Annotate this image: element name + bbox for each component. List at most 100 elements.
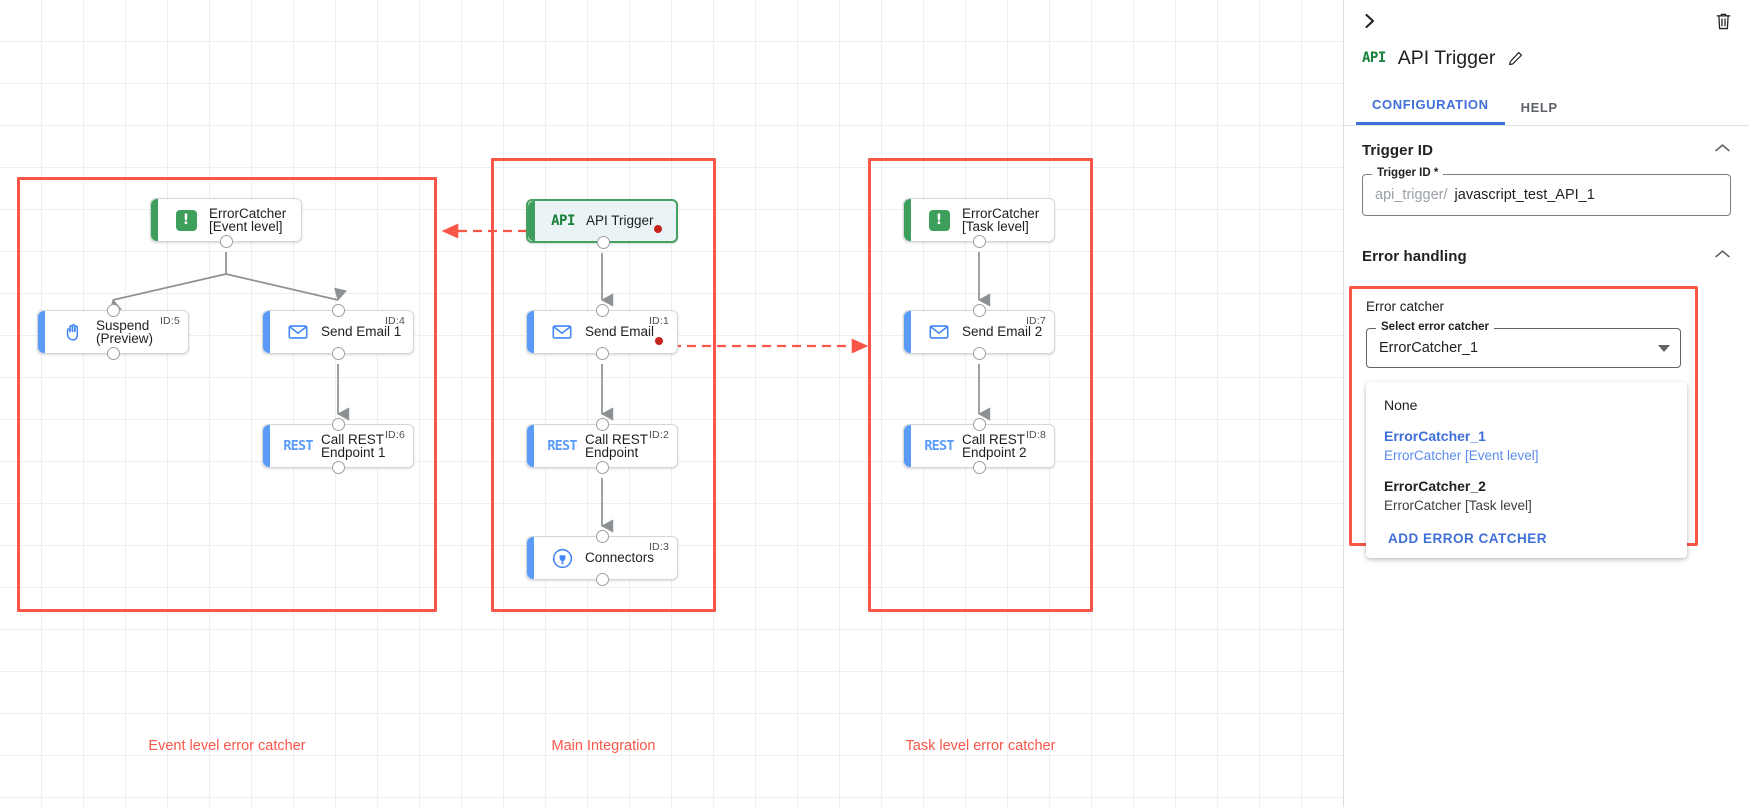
error-catcher-icon: ! bbox=[922, 209, 956, 231]
node-api-trigger[interactable]: API API Trigger bbox=[526, 199, 678, 249]
node-accent-bar bbox=[904, 425, 911, 467]
node-port-out[interactable] bbox=[332, 461, 345, 474]
node-port-out[interactable] bbox=[973, 461, 986, 474]
node-port-out[interactable] bbox=[973, 347, 986, 360]
tab-configuration[interactable]: CONFIGURATION bbox=[1356, 97, 1505, 125]
node-call-rest-endpoint-1[interactable]: REST Call REST Endpoint 1 ID:6 bbox=[262, 418, 414, 474]
node-label: Send Email 1 bbox=[321, 324, 402, 340]
api-icon: API bbox=[1362, 50, 1386, 66]
node-accent-bar bbox=[527, 311, 534, 353]
node-port-in[interactable] bbox=[332, 304, 345, 317]
envelope-icon bbox=[922, 321, 956, 343]
node-id-badge: ID:6 bbox=[384, 429, 405, 441]
menu-item-none[interactable]: None bbox=[1384, 397, 1418, 413]
group-box-main-integration bbox=[491, 158, 716, 612]
node-accent-bar bbox=[527, 425, 534, 467]
trigger-id-prefix: api_trigger/ bbox=[1375, 187, 1448, 203]
api-icon: API bbox=[551, 213, 575, 229]
section-title: Trigger ID bbox=[1362, 141, 1434, 159]
error-catcher-highlight-box: Error catcher Select error catcher Error… bbox=[1349, 286, 1698, 558]
error-catcher-icon: ! bbox=[169, 209, 203, 231]
chevron-up-icon[interactable] bbox=[1714, 247, 1731, 265]
workflow-canvas[interactable]: Event level error catcher Main Integrati… bbox=[0, 0, 1343, 807]
node-label: Call REST Endpoint 1 bbox=[321, 431, 386, 460]
node-port-out[interactable] bbox=[596, 461, 609, 474]
trash-icon[interactable] bbox=[1709, 7, 1737, 35]
menu-item-errorcatcher-1[interactable]: ErrorCatcher_1 ErrorCatcher [Event level… bbox=[1384, 428, 1539, 463]
trigger-id-legend: Trigger ID * bbox=[1372, 167, 1444, 179]
node-port-out[interactable] bbox=[597, 236, 610, 249]
node-port-in[interactable] bbox=[596, 418, 609, 431]
node-accent-bar bbox=[263, 311, 270, 353]
group-box-task-level bbox=[868, 158, 1093, 612]
node-label: Call REST Endpoint 2 bbox=[962, 431, 1027, 460]
node-errorcatcher-task-level[interactable]: ! ErrorCatcher [Task level] bbox=[903, 198, 1055, 248]
node-port-in[interactable] bbox=[332, 418, 345, 431]
node-port-out[interactable] bbox=[973, 235, 986, 248]
section-trigger-id-header[interactable]: Trigger ID bbox=[1344, 126, 1749, 174]
add-error-catcher-button[interactable]: ADD ERROR CATCHER bbox=[1388, 531, 1547, 546]
node-id-badge: ID:3 bbox=[648, 541, 669, 553]
node-send-email-2[interactable]: Send Email 2 ID:7 bbox=[903, 304, 1055, 360]
node-port-out[interactable] bbox=[220, 235, 233, 248]
trigger-id-input[interactable]: Trigger ID * api_trigger/ javascript_tes… bbox=[1362, 167, 1731, 216]
error-catcher-select-legend: Select error catcher bbox=[1376, 321, 1495, 333]
node-accent-bar bbox=[151, 199, 158, 241]
node-error-indicator bbox=[655, 337, 663, 345]
pencil-icon[interactable] bbox=[1507, 50, 1524, 67]
node-send-email[interactable]: Send Email ID:1 bbox=[526, 304, 678, 360]
trigger-id-value: javascript_test_API_1 bbox=[1454, 187, 1595, 203]
chevron-down-icon[interactable] bbox=[1658, 344, 1670, 352]
chevron-right-icon[interactable] bbox=[1356, 7, 1384, 35]
menu-item-errorcatcher-2[interactable]: ErrorCatcher_2 ErrorCatcher [Task level] bbox=[1384, 478, 1532, 513]
node-id-badge: ID:7 bbox=[1025, 315, 1046, 327]
node-send-email-1[interactable]: Send Email 1 ID:4 bbox=[262, 304, 414, 360]
node-accent-bar bbox=[904, 311, 911, 353]
node-port-in[interactable] bbox=[973, 418, 986, 431]
group-label-task-level: Task level error catcher bbox=[905, 738, 1056, 754]
node-id-badge: ID:8 bbox=[1025, 429, 1046, 441]
node-accent-bar bbox=[527, 537, 534, 579]
node-accent-bar bbox=[38, 311, 45, 353]
node-suspend[interactable]: Suspend (Preview) ID:5 bbox=[37, 304, 189, 360]
chevron-up-icon[interactable] bbox=[1714, 141, 1731, 159]
node-call-rest-endpoint-2[interactable]: REST Call REST Endpoint 2 ID:8 bbox=[903, 418, 1055, 474]
properties-panel: API API Trigger CONFIGURATION HELP Trigg… bbox=[1343, 0, 1749, 807]
node-port-out[interactable] bbox=[596, 347, 609, 360]
node-label: ErrorCatcher [Event level] bbox=[209, 205, 287, 234]
envelope-icon bbox=[545, 321, 579, 343]
panel-tabs: CONFIGURATION HELP bbox=[1344, 88, 1749, 126]
error-catcher-select-value: ErrorCatcher_1 bbox=[1379, 340, 1479, 356]
section-error-handling-header[interactable]: Error handling bbox=[1344, 232, 1749, 280]
trigger-id-field-wrap: Trigger ID * api_trigger/ javascript_tes… bbox=[1344, 167, 1749, 216]
rest-icon: REST bbox=[547, 438, 577, 454]
node-connectors[interactable]: Connectors ID:3 bbox=[526, 530, 678, 586]
group-label-event-level: Event level error catcher bbox=[148, 738, 306, 754]
node-id-badge: ID:2 bbox=[648, 429, 669, 441]
node-port-out[interactable] bbox=[107, 347, 120, 360]
node-port-in[interactable] bbox=[973, 304, 986, 317]
error-catcher-dropdown-menu[interactable]: None ErrorCatcher_1 ErrorCatcher [Event … bbox=[1366, 382, 1687, 558]
node-port-in[interactable] bbox=[107, 304, 120, 317]
node-id-badge: ID:1 bbox=[648, 315, 669, 327]
node-label: Connectors bbox=[585, 550, 655, 566]
section-title: Error handling bbox=[1362, 247, 1467, 265]
node-port-in[interactable] bbox=[596, 304, 609, 317]
envelope-icon bbox=[281, 321, 315, 343]
node-id-badge: ID:4 bbox=[384, 315, 405, 327]
node-label: Call REST Endpoint bbox=[585, 431, 649, 460]
page-title: API Trigger bbox=[1397, 46, 1496, 69]
node-call-rest-endpoint[interactable]: REST Call REST Endpoint ID:2 bbox=[526, 418, 678, 474]
rest-icon: REST bbox=[283, 438, 313, 454]
tab-help[interactable]: HELP bbox=[1520, 100, 1558, 115]
node-label: API Trigger bbox=[586, 213, 654, 229]
node-port-out[interactable] bbox=[332, 347, 345, 360]
rest-icon: REST bbox=[924, 438, 954, 454]
group-box-event-level bbox=[17, 177, 437, 612]
node-label: Send Email 2 bbox=[962, 324, 1043, 340]
error-catcher-select[interactable]: Select error catcher ErrorCatcher_1 bbox=[1366, 321, 1681, 368]
node-port-in[interactable] bbox=[596, 530, 609, 543]
node-errorcatcher-event-level[interactable]: ! ErrorCatcher [Event level] bbox=[150, 198, 302, 248]
error-catcher-label: Error catcher bbox=[1366, 299, 1445, 314]
node-port-out[interactable] bbox=[596, 573, 609, 586]
